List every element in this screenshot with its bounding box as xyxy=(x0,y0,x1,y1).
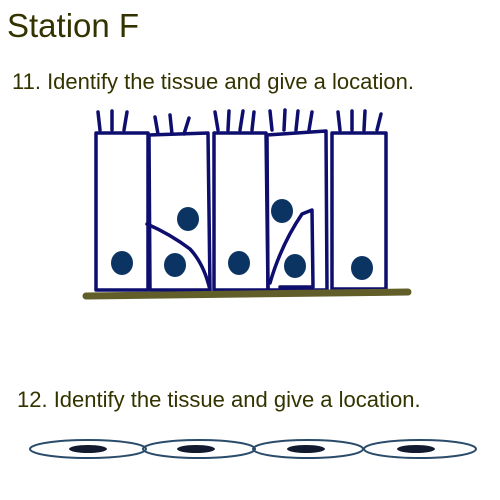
nucleus xyxy=(111,251,133,275)
squamous-cell xyxy=(363,439,477,459)
nuclei xyxy=(111,199,373,280)
squamous-cell xyxy=(142,439,256,459)
nucleus xyxy=(351,256,373,280)
station-title: Station F xyxy=(7,7,140,44)
nucleus xyxy=(284,254,306,278)
basal-cell xyxy=(268,208,315,289)
nucleus xyxy=(177,445,215,453)
squamous-cell xyxy=(252,439,364,459)
nucleus xyxy=(271,199,293,223)
nucleus xyxy=(164,253,186,277)
cilia xyxy=(96,108,383,136)
nucleus xyxy=(228,251,250,275)
basement-membrane xyxy=(82,288,412,300)
pseudostratified-epithelium-diagram xyxy=(94,108,388,292)
question-11: 11. Identify the tissue and give a locat… xyxy=(12,69,414,94)
basal-cell xyxy=(145,222,212,292)
squamous-cell xyxy=(29,439,147,459)
nucleus xyxy=(397,445,435,453)
nucleus xyxy=(177,207,199,231)
nucleus xyxy=(69,445,107,453)
columnar-cell xyxy=(94,131,150,292)
question-12: 12. Identify the tissue and give a locat… xyxy=(17,387,421,412)
squamous-epithelium-diagram xyxy=(29,439,477,459)
nucleus xyxy=(287,445,325,453)
